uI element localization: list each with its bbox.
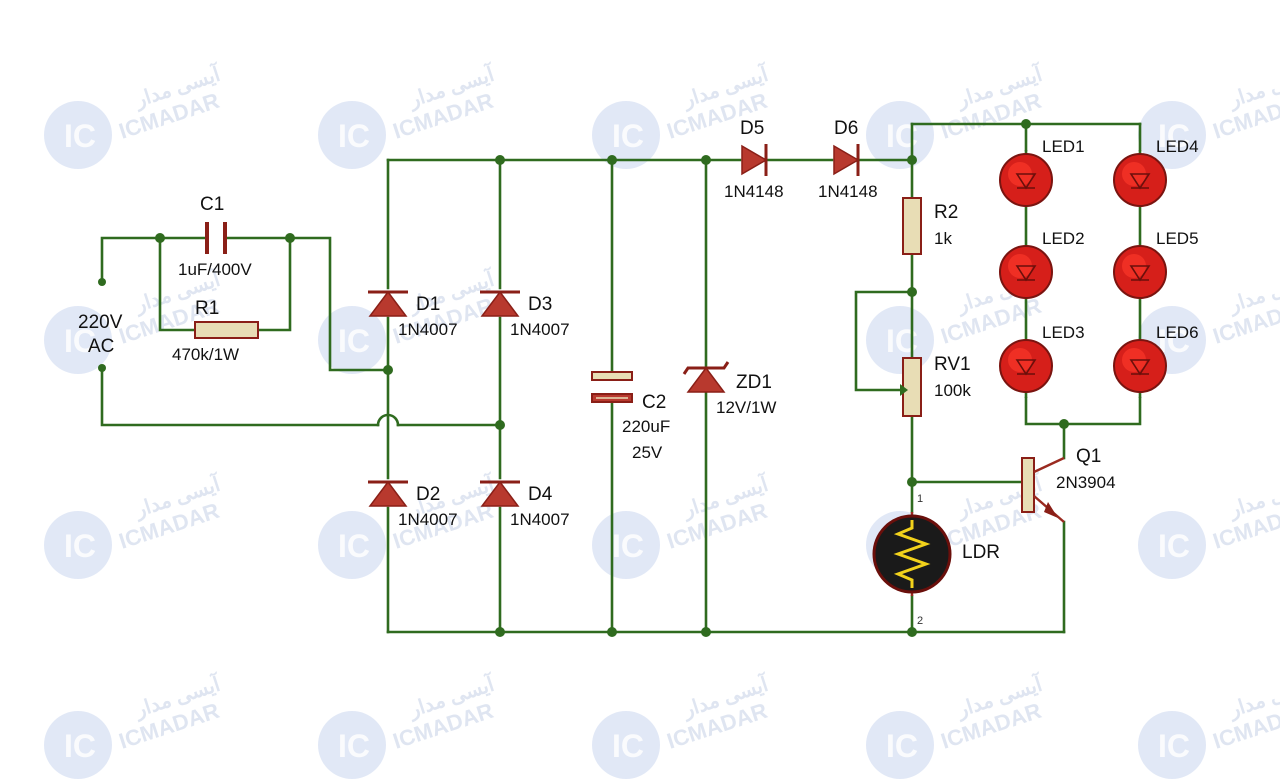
d3-name: D3 xyxy=(528,294,552,315)
resistor-r1: R1 470k/1W xyxy=(172,298,259,364)
d2-value: 1N4007 xyxy=(398,510,458,529)
svg-text:IC: IC xyxy=(338,528,370,564)
d6-value: 1N4148 xyxy=(818,182,878,201)
d1-value: 1N4007 xyxy=(398,320,458,339)
svg-text:IC: IC xyxy=(1158,528,1190,564)
svg-text:IC: IC xyxy=(338,728,370,764)
led-3: LED3 xyxy=(999,323,1085,398)
led-4-label: LED4 xyxy=(1156,137,1199,156)
d2-name: D2 xyxy=(416,484,440,505)
svg-text:IC: IC xyxy=(886,728,918,764)
potentiometer-rv1: RV1 100k xyxy=(900,354,971,417)
zener-zd1: ZD1 12V/1W xyxy=(682,361,776,417)
svg-text:IC: IC xyxy=(64,728,96,764)
r1-name: R1 xyxy=(195,298,219,319)
led-6-label: LED6 xyxy=(1156,323,1199,342)
ac-type-label: AC xyxy=(88,336,114,357)
rv1-value: 100k xyxy=(934,381,971,400)
r2-value: 1k xyxy=(934,229,952,248)
led-1: LED1 xyxy=(999,137,1085,246)
diode-d4: D4 1N4007 xyxy=(480,480,570,529)
c1-value: 1uF/400V xyxy=(178,260,252,279)
d4-name: D4 xyxy=(528,484,553,505)
rv1-name: RV1 xyxy=(934,354,971,375)
svg-text:IC: IC xyxy=(612,118,644,154)
ldr-pin1: 1 xyxy=(917,493,923,505)
d5-name: D5 xyxy=(740,118,764,139)
svg-text:IC: IC xyxy=(338,118,370,154)
led-3-label: LED3 xyxy=(1042,323,1085,342)
ldr-name: LDR xyxy=(962,542,1000,563)
c2-value2: 25V xyxy=(632,443,663,462)
ldr-pin2: 2 xyxy=(917,615,923,627)
svg-text:IC: IC xyxy=(612,728,644,764)
ac-source: 220V AC xyxy=(78,312,123,357)
led-2-label: LED2 xyxy=(1042,229,1085,248)
led-6: LED6 xyxy=(1113,323,1199,398)
q1-name: Q1 xyxy=(1076,446,1101,467)
d4-value: 1N4007 xyxy=(510,510,570,529)
led-2: LED2 xyxy=(999,229,1085,340)
r1-value: 470k/1W xyxy=(172,345,239,364)
d6-name: D6 xyxy=(834,118,858,139)
diode-d5: D5 1N4148 xyxy=(724,118,784,201)
junction-dots xyxy=(98,119,1069,637)
diode-d1: D1 1N4007 xyxy=(368,290,458,339)
wires xyxy=(100,122,1142,634)
c1-name: C1 xyxy=(200,194,224,215)
svg-text:IC: IC xyxy=(338,323,370,359)
r2-name: R2 xyxy=(934,202,958,223)
svg-text:IC: IC xyxy=(64,323,96,359)
led-5-label: LED5 xyxy=(1156,229,1199,248)
d3-value: 1N4007 xyxy=(510,320,570,339)
led-5: LED5 xyxy=(1113,229,1199,340)
led-4: LED4 xyxy=(1113,137,1199,246)
d1-name: D1 xyxy=(416,294,440,315)
svg-text:IC: IC xyxy=(1158,118,1190,154)
transistor-q1: Q1 2N3904 xyxy=(1021,446,1116,523)
zd1-name: ZD1 xyxy=(736,372,772,393)
svg-text:IC: IC xyxy=(64,118,96,154)
diode-d3: D3 1N4007 xyxy=(480,290,570,339)
d5-value: 1N4148 xyxy=(724,182,784,201)
diode-d6: D6 1N4148 xyxy=(818,118,878,201)
svg-text:IC: IC xyxy=(612,528,644,564)
led-1-label: LED1 xyxy=(1042,137,1085,156)
resistor-r2: R2 1k xyxy=(902,197,958,255)
q1-value: 2N3904 xyxy=(1056,473,1116,492)
c2-value1: 220uF xyxy=(622,417,670,436)
capacitor-c2: C2 220uF 25V xyxy=(591,371,670,462)
zd1-value: 12V/1W xyxy=(716,398,776,417)
ldr-sensor: 1 2 LDR xyxy=(872,493,1000,627)
capacitor-c1: C1 1uF/400V xyxy=(178,194,252,279)
ac-voltage-label: 220V xyxy=(78,312,123,333)
c2-name: C2 xyxy=(642,392,666,413)
svg-text:IC: IC xyxy=(64,528,96,564)
svg-text:IC: IC xyxy=(1158,728,1190,764)
diode-d2: D2 1N4007 xyxy=(368,480,458,529)
